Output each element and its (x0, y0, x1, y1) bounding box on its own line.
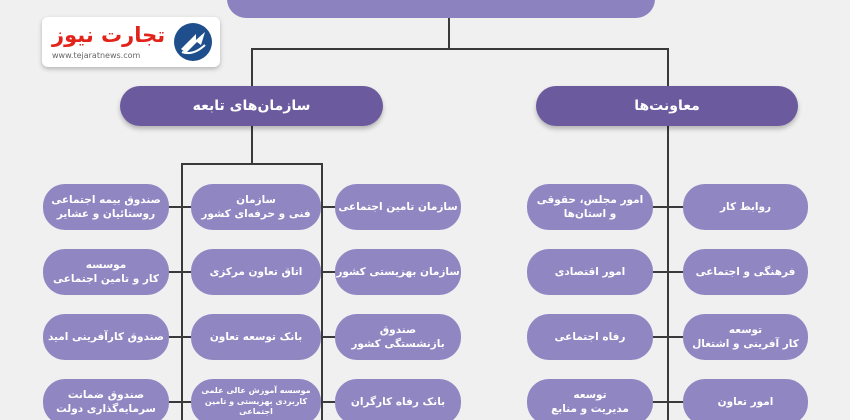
affiliated-middle-item-3: بانک توسعه تعاون (191, 314, 321, 360)
tejaratnews-logo: تجارت نیوز www.tejaratnews.com (42, 17, 220, 67)
connector-line (168, 271, 192, 273)
deputies-left-item-4: توسعه مدیریت و منابع (527, 379, 653, 420)
connector-line (650, 401, 684, 403)
affiliated-middle-item-4: موسسه آموزش عالی علمی کاربردی بهزیستی و … (191, 379, 321, 420)
connector-line (251, 125, 253, 165)
deputies-left-item-1: امور مجلس، حقوقی و استان‌ها (527, 184, 653, 230)
swoosh-logo-icon (174, 23, 212, 61)
affiliated-right-item-3: صندوق بازنشستگی کشور (335, 314, 461, 360)
connector-line (650, 206, 684, 208)
deputies-left-item-2: امور اقتصادی (527, 249, 653, 295)
deputies-right-item-2: فرهنگی و اجتماعی (683, 249, 808, 295)
connector-line (667, 48, 669, 88)
connector-line (650, 336, 684, 338)
connector-line (251, 48, 253, 88)
connector-line (181, 163, 323, 165)
logo-name: تجارت نیوز (52, 23, 166, 47)
deputies-header: معاونت‌ها (536, 86, 798, 126)
affiliated-right-item-2: سازمان بهزیستی کشور (335, 249, 461, 295)
affiliated-outer-item-2: موسسه کار و تامین اجتماعی (43, 249, 169, 295)
connector-line (168, 401, 192, 403)
deputies-right-item-3: توسعه کار آفرینی و اشتغال (683, 314, 808, 360)
affiliated-right-item-4: بانک رفاه کارگران (335, 379, 461, 420)
connector-line (168, 336, 192, 338)
top-title-pill (227, 0, 655, 18)
connector-line (168, 206, 192, 208)
affiliated-outer-item-4: صندوق ضمانت سرمایه‌گذاری دولت (43, 379, 169, 420)
connector-line (181, 163, 183, 420)
affiliated-orgs-header: سازمان‌های تابعه (120, 86, 383, 126)
affiliated-right-item-1: سازمان تامین اجتماعی (335, 184, 461, 230)
affiliated-middle-item-1: سازمان فنی و حرفه‌ای کشور (191, 184, 321, 230)
connector-line (448, 18, 450, 49)
affiliated-middle-item-2: اتاق تعاون مرکزی (191, 249, 321, 295)
connector-line (251, 48, 669, 50)
connector-line (320, 336, 336, 338)
deputies-right-item-4: امور تعاون (683, 379, 808, 420)
connector-line (320, 206, 336, 208)
connector-line (320, 401, 336, 403)
connector-line (650, 271, 684, 273)
deputies-right-item-1: روابط کار (683, 184, 808, 230)
connector-line (320, 271, 336, 273)
affiliated-outer-item-3: صندوق کارآفرینی امید (43, 314, 169, 360)
affiliated-outer-item-1: صندوق بیمه اجتماعی روستائیان و عشایر (43, 184, 169, 230)
connector-line (321, 163, 323, 420)
logo-url: www.tejaratnews.com (52, 51, 141, 60)
deputies-left-item-3: رفاه اجتماعی (527, 314, 653, 360)
